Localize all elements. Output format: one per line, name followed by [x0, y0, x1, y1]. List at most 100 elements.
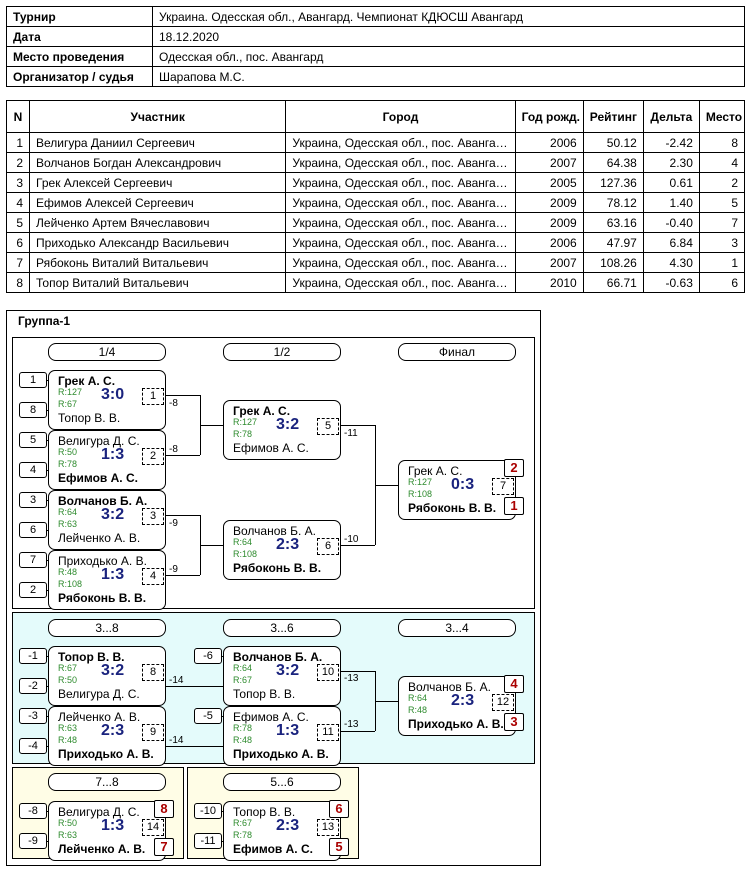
seed-box: 5	[19, 432, 47, 448]
match-score: 3:2	[276, 662, 300, 679]
table-cell: Украина, Одесская обл., пос. Авангард	[285, 212, 516, 233]
link-label: -13	[344, 719, 359, 730]
match-score: 0:3	[451, 476, 475, 493]
info-key: Дата	[6, 26, 153, 47]
player-2-rating: R:78	[233, 429, 253, 439]
seed-box: 1	[19, 372, 47, 388]
table-cell: 64.38	[582, 152, 644, 173]
round-header-5-6: 5...6	[223, 773, 341, 791]
group-title: Группа-1	[18, 314, 71, 328]
match-number: 5	[317, 418, 339, 435]
player-2-rating: R:67	[58, 399, 78, 409]
column-header: Год рожд.	[514, 100, 584, 133]
player-1-rating: R:63	[58, 723, 78, 733]
table-cell: 2005	[514, 172, 584, 193]
player-1-name: Волчанов Б. А.	[408, 680, 491, 694]
table-cell: Украина, Одесская обл., пос. Авангард	[285, 172, 516, 193]
link-label: -13	[344, 673, 359, 684]
seed-box: -6	[194, 648, 222, 664]
round-header-7-8: 7...8	[48, 773, 166, 791]
column-header: N	[5, 100, 31, 133]
place-1-badge: 2	[504, 459, 524, 477]
player-2-rating: R:48	[58, 735, 78, 745]
seed-box: -1	[19, 648, 47, 664]
table-cell: 6	[698, 272, 746, 293]
link-label: -14	[169, 675, 184, 686]
player-2-rating: R:108	[408, 489, 433, 499]
player-1-rating: R:67	[58, 663, 78, 673]
table-cell: 2007	[514, 252, 584, 273]
table-cell: 7	[5, 252, 31, 273]
player-2-name: Ефимов А. С.	[233, 441, 309, 455]
info-value: Одесская обл., пос. Авангард	[152, 46, 745, 67]
match-score: 3:2	[101, 506, 125, 523]
table-cell: 0.61	[642, 172, 700, 193]
player-1-name: Лейченко А. В.	[58, 710, 141, 724]
player-2-rating: R:78	[58, 459, 78, 469]
table-cell: 3	[698, 232, 746, 253]
link-label: -8	[169, 444, 178, 455]
table-cell: 50.12	[582, 132, 644, 153]
match-number: 4	[142, 568, 164, 585]
table-cell: 78.12	[582, 192, 644, 213]
table-cell: 1	[698, 252, 746, 273]
round-header-quarterfinal: 1/4	[48, 343, 166, 361]
match-score: 2:3	[276, 817, 300, 834]
match-number: 9	[142, 724, 164, 741]
table-cell: 6.84	[642, 232, 700, 253]
table-cell: -2.42	[642, 132, 700, 153]
player-2-rating: R:63	[58, 830, 78, 840]
player-2-name: Лейченко А. В.	[58, 531, 141, 545]
table-cell: Ефимов Алексей Сергеевич	[29, 192, 287, 213]
column-header: Участник	[29, 100, 287, 133]
player-2-name: Рябоконь В. В.	[408, 501, 497, 515]
match-score: 1:3	[101, 446, 125, 463]
player-2-name: Топор В. В.	[58, 411, 121, 425]
match-number: 12	[492, 694, 514, 711]
column-header: Место	[698, 100, 746, 133]
table-cell: Украина, Одесская обл., пос. Авангард	[285, 272, 516, 293]
table-cell: 47.97	[582, 232, 644, 253]
player-2-name: Ефимов А. С.	[58, 471, 138, 485]
match-score: 2:3	[451, 692, 475, 709]
place-1-badge: 4	[504, 675, 524, 693]
table-cell: 5	[5, 212, 31, 233]
seed-box: 4	[19, 462, 47, 478]
seed-box: 8	[19, 402, 47, 418]
player-2-rating: R:50	[58, 675, 78, 685]
player-1-rating: R:50	[58, 818, 78, 828]
link-label: -10	[344, 534, 359, 545]
table-cell: 4	[5, 192, 31, 213]
player-1-name: Топор В. В.	[58, 650, 125, 664]
round-header-3-4: 3...4	[398, 619, 516, 637]
table-cell: 2009	[514, 192, 584, 213]
table-cell: Волчанов Богдан Александрович	[29, 152, 287, 173]
table-cell: 3	[5, 172, 31, 193]
seed-box: 7	[19, 552, 47, 568]
match-number: 8	[142, 664, 164, 681]
player-2-name: Рябоконь В. В.	[233, 561, 322, 575]
player-2-rating: R:48	[408, 705, 428, 715]
match-number: 6	[317, 538, 339, 555]
table-cell: 2006	[514, 132, 584, 153]
player-2-name: Приходько А. В.	[408, 717, 504, 731]
